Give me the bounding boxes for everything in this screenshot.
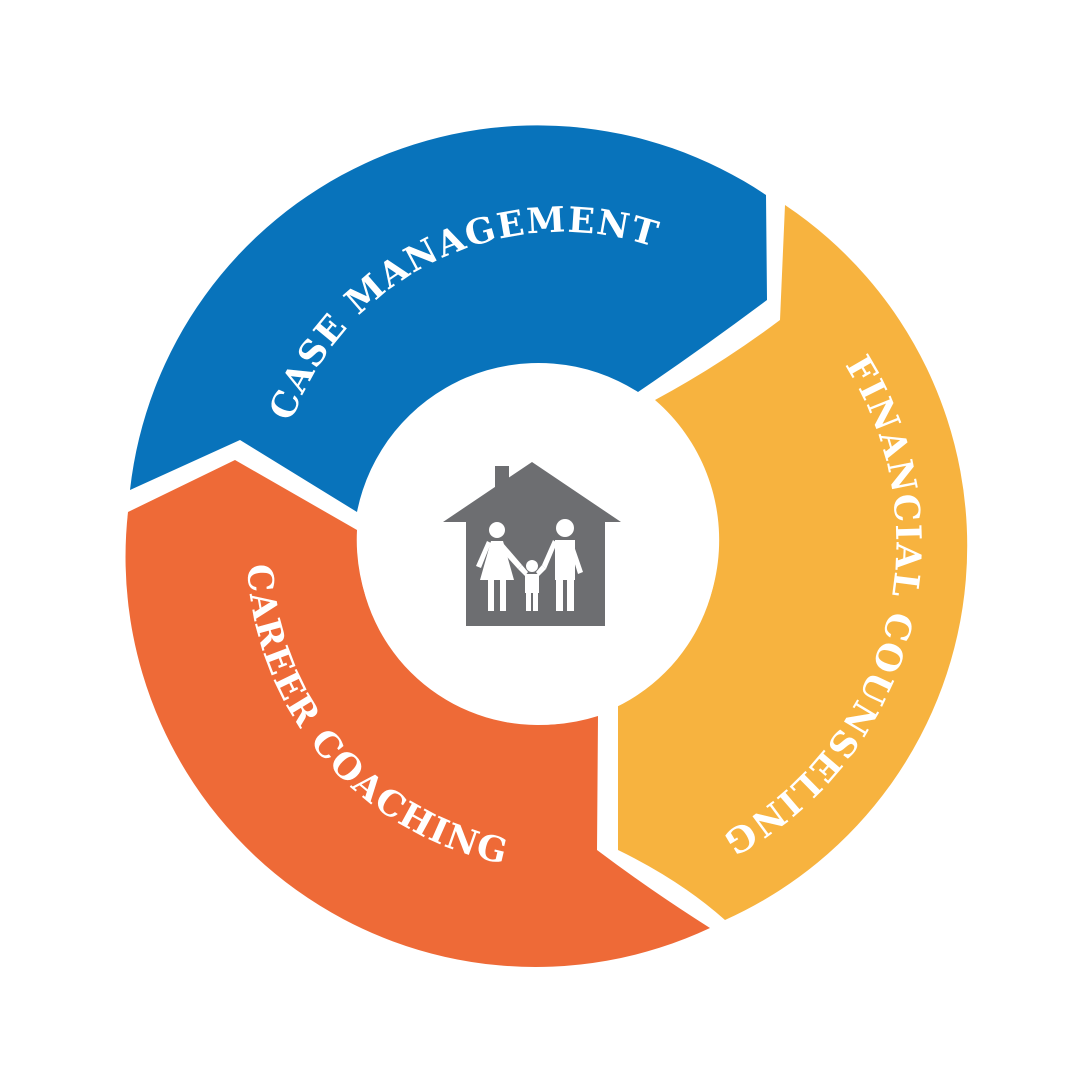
segment-career-coaching xyxy=(125,460,710,967)
house-family-icon xyxy=(443,462,621,626)
segment-case-management xyxy=(130,125,767,512)
segment-financial-counseling xyxy=(618,205,968,920)
